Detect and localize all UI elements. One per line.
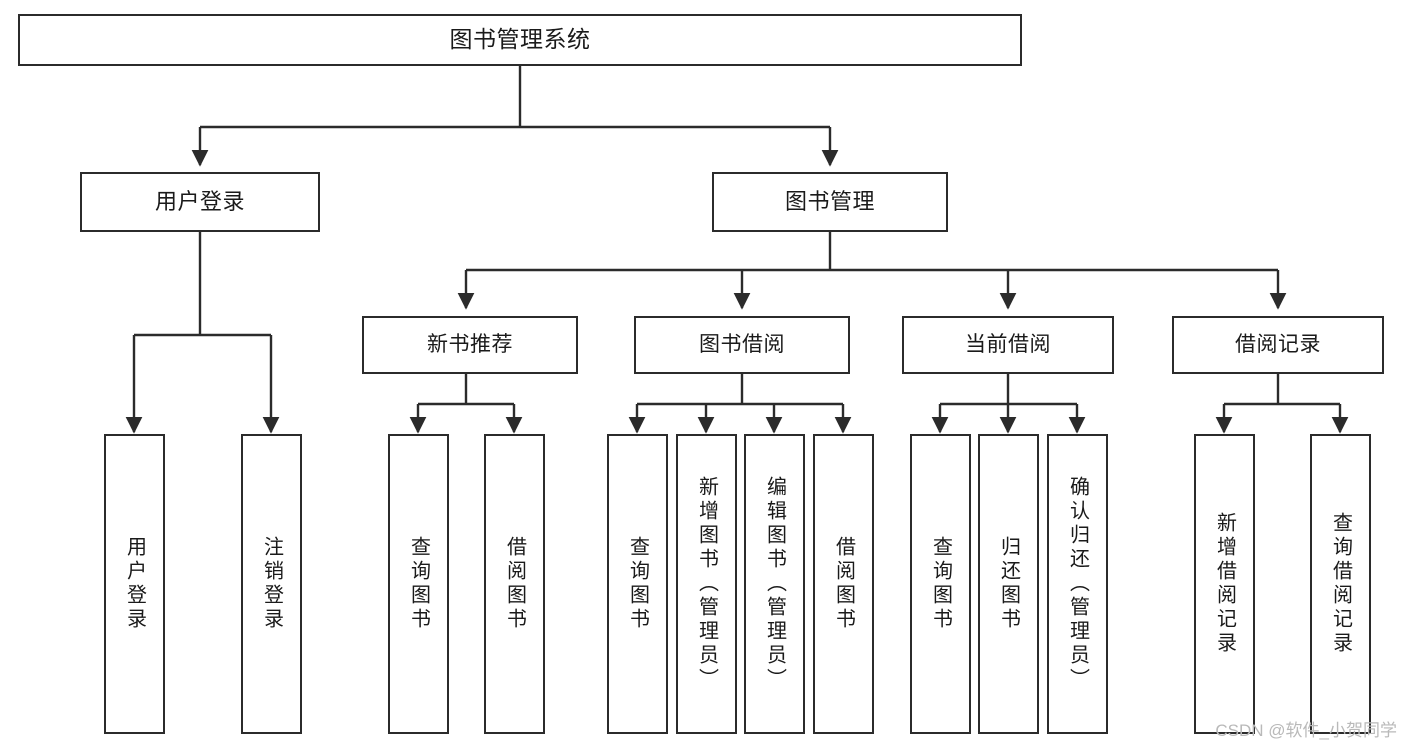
leaf-add-record-label: 新增借阅记录 xyxy=(1213,512,1236,656)
leaf-borrow-book-2[interactable]: 借阅图书 xyxy=(813,434,874,734)
leaf-user-login[interactable]: 用户登录 xyxy=(104,434,165,734)
node-new-book-recommend[interactable]: 新书推荐 xyxy=(362,316,578,374)
node-book-borrow[interactable]: 图书借阅 xyxy=(634,316,850,374)
leaf-query-book-1-label: 查询图书 xyxy=(407,536,430,632)
leaf-borrow-book-1[interactable]: 借阅图书 xyxy=(484,434,545,734)
node-book-management-label: 图书管理 xyxy=(784,188,875,214)
leaf-edit-book[interactable]: 编辑图书（管理员） xyxy=(744,434,805,734)
node-root[interactable]: 图书管理系统 xyxy=(18,14,1022,66)
node-new-book-recommend-label: 新书推荐 xyxy=(427,332,513,356)
watermark-text: CSDN @软件_小贺同学 xyxy=(1215,721,1397,740)
node-book-borrow-label: 图书借阅 xyxy=(699,332,785,356)
leaf-user-login-label: 用户登录 xyxy=(123,536,146,632)
node-user-login[interactable]: 用户登录 xyxy=(80,172,320,232)
leaf-logout-login-label: 注销登录 xyxy=(260,536,283,632)
leaf-query-record-label: 查询借阅记录 xyxy=(1329,512,1352,656)
leaf-borrow-book-2-label: 借阅图书 xyxy=(832,536,855,632)
node-user-login-label: 用户登录 xyxy=(154,188,245,214)
node-book-management[interactable]: 图书管理 xyxy=(712,172,948,232)
leaf-add-record[interactable]: 新增借阅记录 xyxy=(1194,434,1255,734)
leaf-query-record[interactable]: 查询借阅记录 xyxy=(1310,434,1371,734)
node-root-label: 图书管理系统 xyxy=(449,26,591,53)
leaf-logout-login[interactable]: 注销登录 xyxy=(241,434,302,734)
leaf-borrow-book-1-label: 借阅图书 xyxy=(503,536,526,632)
leaf-query-book-3-label: 查询图书 xyxy=(929,536,952,632)
leaf-return-book-label: 归还图书 xyxy=(997,536,1020,632)
node-current-borrow-label: 当前借阅 xyxy=(965,332,1051,356)
leaf-add-book[interactable]: 新增图书（管理员） xyxy=(676,434,737,734)
leaf-return-book[interactable]: 归还图书 xyxy=(978,434,1039,734)
leaf-confirm-return[interactable]: 确认归还（管理员） xyxy=(1047,434,1108,734)
leaf-query-book-2[interactable]: 查询图书 xyxy=(607,434,668,734)
node-current-borrow[interactable]: 当前借阅 xyxy=(902,316,1114,374)
node-borrow-record[interactable]: 借阅记录 xyxy=(1172,316,1384,374)
leaf-edit-book-label: 编辑图书（管理员） xyxy=(763,476,786,692)
node-borrow-record-label: 借阅记录 xyxy=(1235,332,1321,356)
leaf-add-book-label: 新增图书（管理员） xyxy=(695,476,718,692)
leaf-query-book-3[interactable]: 查询图书 xyxy=(910,434,971,734)
leaf-confirm-return-label: 确认归还（管理员） xyxy=(1066,476,1089,692)
leaf-query-book-2-label: 查询图书 xyxy=(626,536,649,632)
leaf-query-book-1[interactable]: 查询图书 xyxy=(388,434,449,734)
